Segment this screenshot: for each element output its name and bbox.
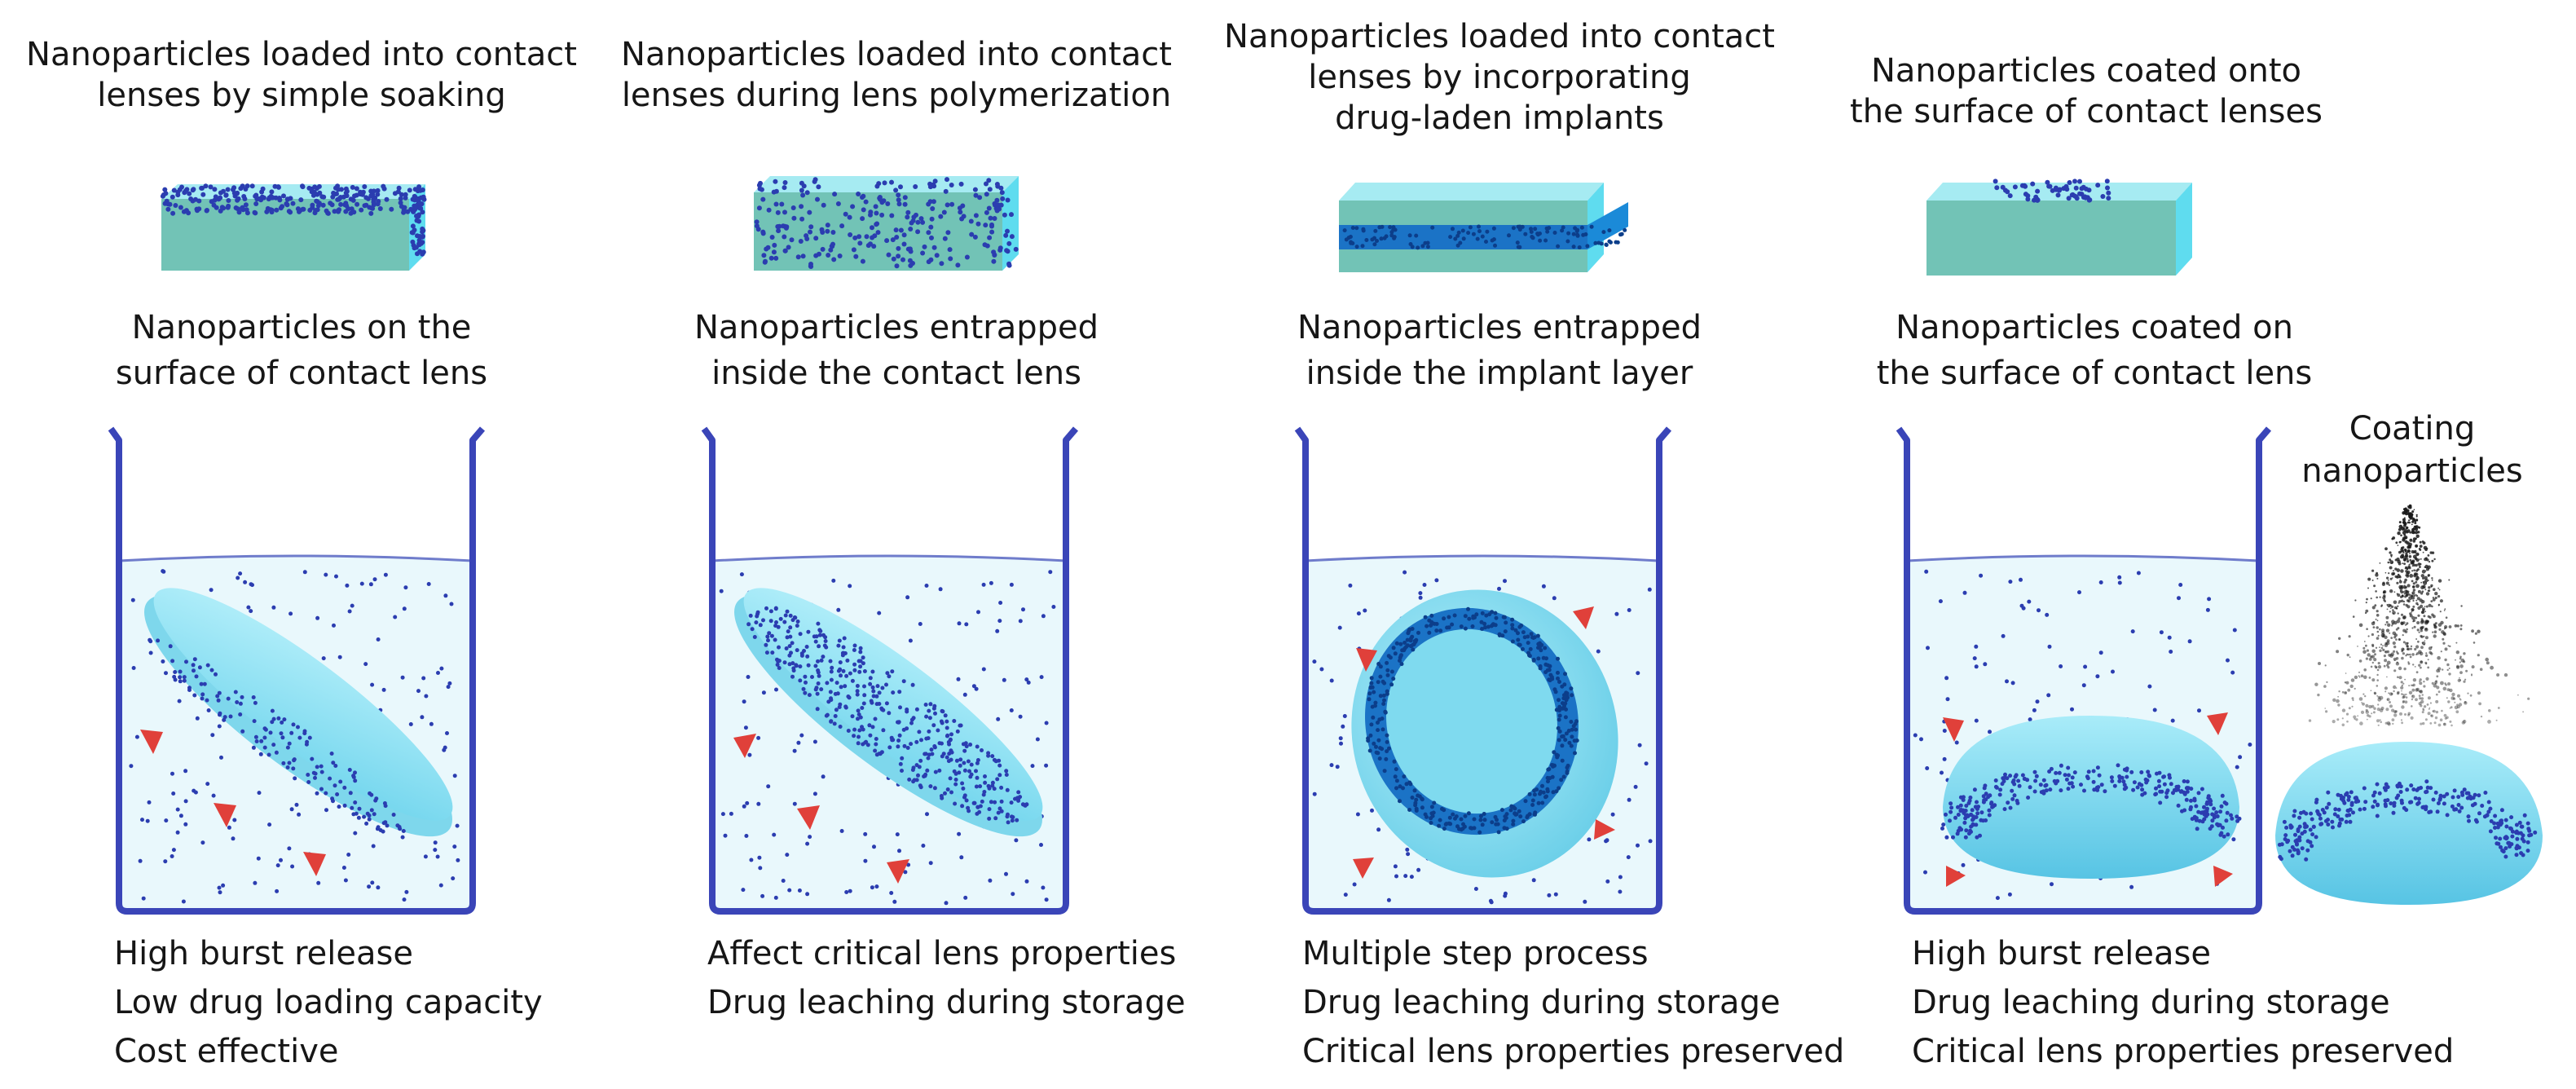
lens-block-polymerization xyxy=(754,176,1019,271)
note: High burst release xyxy=(1912,935,2211,972)
implant-ring-nanoparticles xyxy=(1366,606,1579,835)
drug-molecules xyxy=(733,734,909,884)
implant-nanoparticles xyxy=(1342,224,1627,250)
lens-block-implant xyxy=(1339,183,1628,272)
note: Multiple step process xyxy=(1302,935,1649,972)
note: Critical lens properties preserved xyxy=(1302,1033,1845,1070)
note: Affect critical lens properties xyxy=(707,935,1177,972)
note: Drug leaching during storage xyxy=(1912,984,2390,1021)
note: High burst release xyxy=(114,935,413,972)
panel-1-notes: High burst release Low drug loading capa… xyxy=(114,929,543,1076)
note: Critical lens properties preserved xyxy=(1912,1033,2455,1070)
panel-4-notes: High burst release Drug leaching during … xyxy=(1912,929,2454,1076)
beaker-3 xyxy=(1294,426,1672,915)
note: Drug leaching during storage xyxy=(1302,984,1781,1021)
lens-block-coated xyxy=(1926,179,2192,276)
lens-block-soaking xyxy=(160,183,427,271)
beaker-2 xyxy=(701,426,1079,915)
note: Cost effective xyxy=(114,1033,339,1070)
note: Low drug loading capacity xyxy=(114,984,543,1021)
drug-molecules xyxy=(140,730,326,876)
contact-lens-soaking xyxy=(143,588,453,837)
contact-lens-implant xyxy=(1351,589,1618,878)
coated-spot-nanoparticles xyxy=(1993,179,2111,203)
entrapped-nanoparticles xyxy=(754,177,1019,269)
coated-lens-outside xyxy=(2275,742,2543,905)
drug-molecules xyxy=(1943,712,2233,887)
panel-2-notes: Affect critical lens properties Drug lea… xyxy=(707,929,1186,1027)
dome-coating-nanoparticles xyxy=(1940,763,2242,842)
coating-spray xyxy=(2308,504,2530,727)
contact-lens-coated xyxy=(1943,716,2239,879)
beaker-1 xyxy=(108,426,486,915)
note: Drug leaching during storage xyxy=(707,984,1186,1021)
beaker-4 xyxy=(1896,426,2272,915)
drug-molecules xyxy=(1353,606,1615,879)
surface-nanoparticles xyxy=(160,183,427,216)
panel-3-notes: Multiple step process Drug leaching duri… xyxy=(1302,929,1844,1076)
